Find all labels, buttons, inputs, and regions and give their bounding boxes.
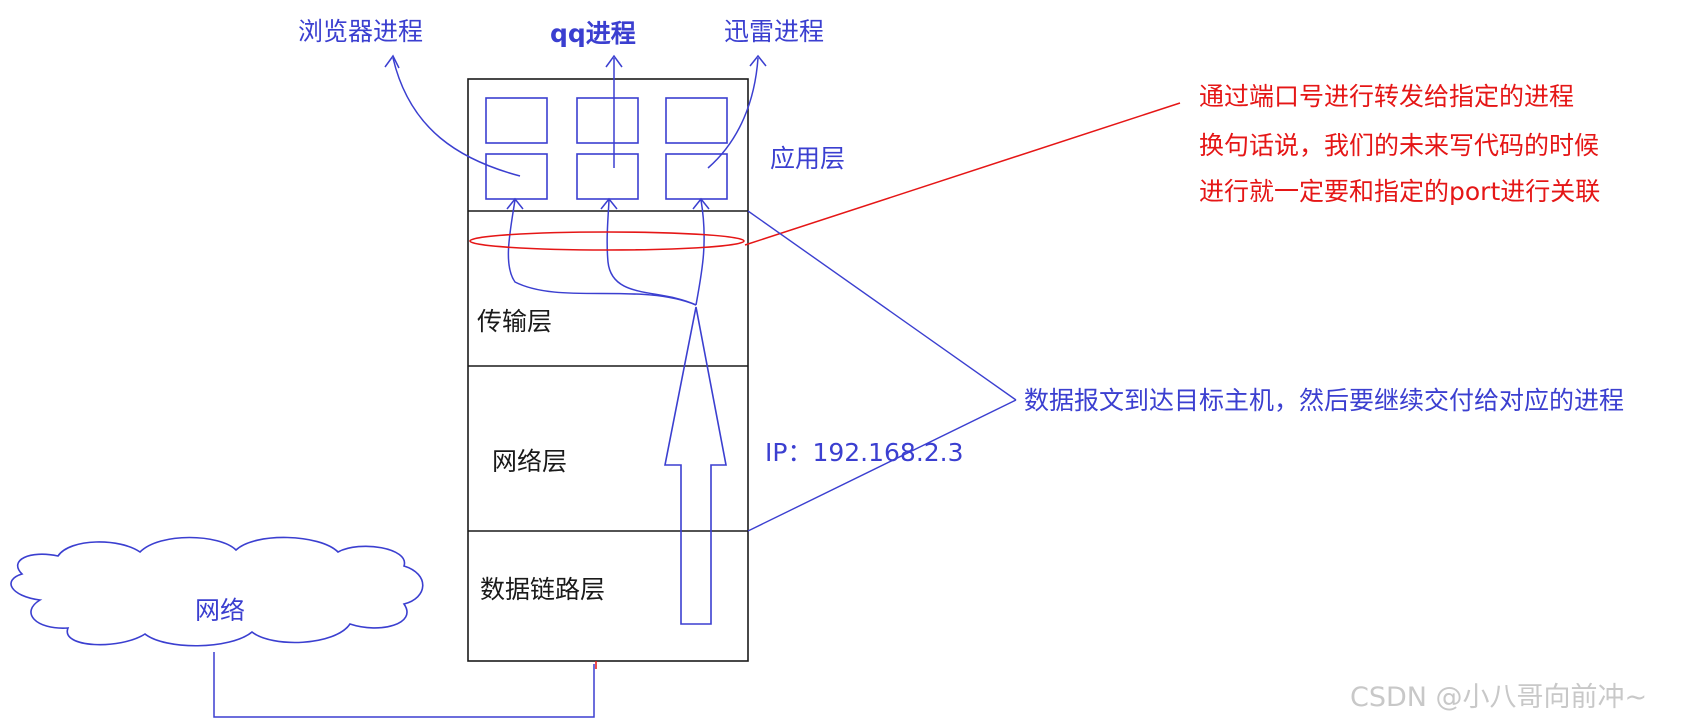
process-curves xyxy=(392,57,759,177)
process-arrowheads xyxy=(384,54,767,69)
qq-window-bottom xyxy=(576,153,639,200)
xunlei-window-top xyxy=(665,97,728,144)
delivery-note-pointers xyxy=(747,210,1017,532)
layer-label-transport: 传输层 xyxy=(477,307,552,336)
port-note-pointer xyxy=(744,102,1181,246)
layer-label-datalink: 数据链路层 xyxy=(480,575,605,604)
demux-arrowheads xyxy=(506,197,710,210)
layer-label-application: 应用层 xyxy=(770,144,845,173)
port-note-line-2: 换句话说，我们的未来写代码的时候 xyxy=(1199,131,1599,160)
layer-label-network: 网络层 xyxy=(492,447,567,476)
process-label-qq: qq进程 xyxy=(550,19,636,48)
xunlei-window-bottom xyxy=(665,153,728,200)
delivery-note: 数据报文到达目标主机，然后要继续交付给对应的进程 xyxy=(1024,386,1624,415)
process-label-xunlei: 迅雷进程 xyxy=(724,17,824,46)
qq-window-top xyxy=(576,97,639,144)
protocol-stack xyxy=(467,78,749,662)
browser-window-top xyxy=(485,97,548,144)
browser-window-bottom xyxy=(485,153,548,200)
port-highlight-ellipse xyxy=(469,231,745,251)
port-note-line-3: 进行就一定要和指定的port进行关联 xyxy=(1199,177,1600,206)
csdn-watermark: CSDN @小八哥向前冲~ xyxy=(1350,682,1647,713)
app-process-windows xyxy=(485,97,728,200)
demux-curves xyxy=(507,199,705,306)
process-label-browser: 浏览器进程 xyxy=(298,17,423,46)
ip-address-label: IP：192.168.2.3 xyxy=(765,438,964,467)
port-note-line-1: 通过端口号进行转发给指定的进程 xyxy=(1199,82,1574,111)
network-cloud xyxy=(10,536,424,647)
network-cloud-label: 网络 xyxy=(195,596,245,625)
network-link xyxy=(213,652,595,718)
upward-delivery-arrow xyxy=(664,306,727,625)
